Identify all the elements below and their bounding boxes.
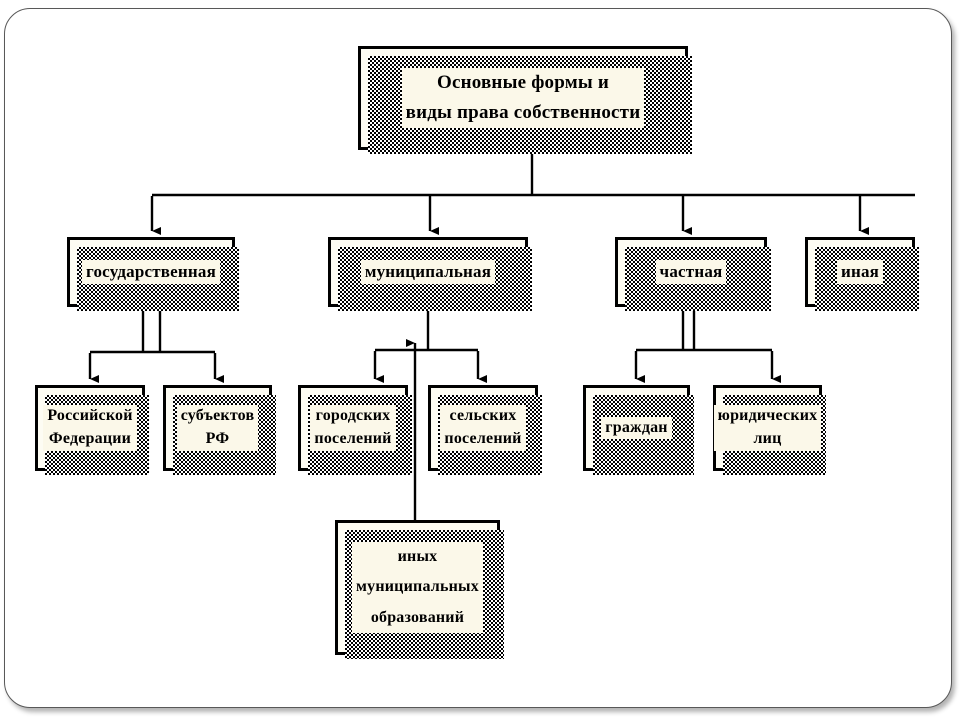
node-other-municipal-entities[interactable]: иных муниципальных образований (335, 520, 504, 659)
node-other-municipal-entities-label: иных муниципальных образований (352, 541, 483, 634)
node-russian-federation[interactable]: Российской Федерации (35, 385, 149, 475)
node-other-municipal-entities-line2: муниципальных (356, 578, 479, 596)
node-root-label-line2: виды права собственности (405, 102, 641, 123)
node-private-ownership[interactable]: частная (615, 237, 771, 311)
node-citizens-label: граждан (601, 416, 672, 440)
node-subjects-rf[interactable]: субъектов РФ (163, 385, 276, 475)
node-subjects-rf-label: субъектов РФ (176, 405, 259, 451)
node-root[interactable]: Основные формы и виды права собственност… (358, 46, 692, 154)
node-russian-federation-label: Российской Федерации (43, 405, 137, 451)
node-legal-entities[interactable]: юридических лиц (713, 385, 826, 475)
node-rural-settlements[interactable]: сельских поселений (428, 385, 542, 475)
node-urban-settlements-line2: поселений (314, 430, 392, 447)
node-urban-settlements-line1: городских (315, 407, 391, 425)
node-other-ownership[interactable]: иная (805, 237, 919, 311)
node-municipal-ownership[interactable]: муниципальная (328, 237, 532, 311)
node-rural-settlements-line2: поселений (444, 430, 522, 447)
node-other-ownership-label: иная (836, 259, 884, 285)
node-state-ownership-label: государственная (81, 259, 220, 285)
node-root-label-line1: Основные формы и (436, 71, 609, 93)
node-other-municipal-entities-line3: образований (370, 608, 465, 626)
node-legal-entities-line1: юридических (717, 407, 818, 425)
node-state-ownership[interactable]: государственная (67, 237, 239, 311)
node-municipal-ownership-label: муниципальная (360, 259, 496, 285)
node-subjects-rf-line2: РФ (205, 430, 230, 447)
node-citizens[interactable]: граждан (583, 385, 694, 475)
node-urban-settlements-label: городских поселений (310, 405, 396, 451)
node-legal-entities-label: юридических лиц (713, 405, 822, 451)
node-urban-settlements[interactable]: городских поселений (298, 385, 412, 475)
node-private-ownership-label: частная (655, 259, 727, 285)
node-subjects-rf-line1: субъектов (180, 407, 255, 425)
node-rural-settlements-label: сельских поселений (440, 405, 526, 451)
node-root-label: Основные формы и виды права собственност… (401, 67, 645, 129)
node-russian-federation-line1: Российской (47, 407, 133, 425)
node-legal-entities-line2: лиц (753, 430, 782, 447)
node-russian-federation-line2: Федерации (48, 430, 132, 447)
node-other-municipal-entities-line1: иных (397, 547, 438, 565)
node-rural-settlements-line1: сельских (449, 407, 517, 425)
